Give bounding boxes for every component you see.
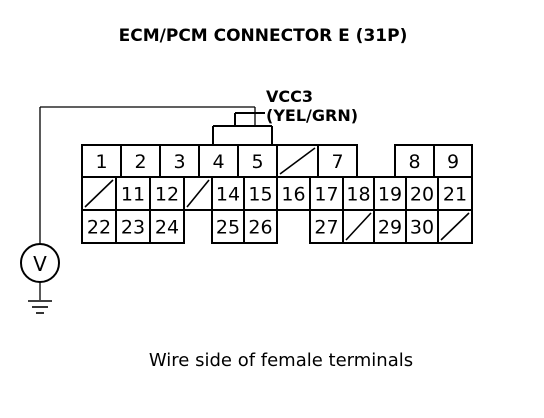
- vcc-label: VCC3: [266, 87, 313, 106]
- pin-29: 29: [373, 209, 407, 244]
- voltmeter-icon: V: [20, 243, 60, 300]
- pin-30: 30: [405, 209, 439, 244]
- diagram-title: ECM/PCM CONNECTOR E (31P): [119, 26, 408, 46]
- pin-number: 12: [155, 184, 179, 206]
- pin-19: 19: [373, 176, 407, 211]
- pin-number: 2: [134, 151, 146, 173]
- pin-unused: [437, 209, 473, 244]
- pin-number: 1: [95, 151, 107, 173]
- pin-number: 3: [173, 151, 185, 173]
- probe-wire: [39, 106, 256, 244]
- pin-11: 11: [115, 176, 151, 211]
- vcc-bracket: [212, 112, 273, 145]
- pin-unused-slash: [84, 179, 114, 208]
- pin-number: 5: [251, 151, 263, 173]
- pin-number: 8: [408, 151, 420, 173]
- pin-14: 14: [211, 176, 245, 211]
- pin-number: 15: [248, 184, 272, 206]
- ground-icon: [28, 300, 52, 314]
- diagram-caption: Wire side of female terminals: [149, 350, 413, 371]
- pin-unused: [342, 209, 375, 244]
- pin-number: 25: [216, 217, 240, 239]
- pin-number: 23: [121, 217, 145, 239]
- pin-number: 9: [447, 151, 459, 173]
- pin-unused-slash: [440, 212, 470, 241]
- pin-number: 19: [378, 184, 402, 206]
- pin-15: 15: [243, 176, 278, 211]
- pin-4: 4: [198, 144, 239, 178]
- pin-20: 20: [405, 176, 439, 211]
- pin-number: 17: [314, 184, 338, 206]
- pin-26: 26: [243, 209, 278, 244]
- pin-number: 16: [281, 184, 305, 206]
- pin-2: 2: [120, 144, 161, 178]
- pin-number: 29: [378, 217, 402, 239]
- pin-number: 11: [121, 184, 145, 206]
- pin-number: 14: [216, 184, 240, 206]
- pin-22: 22: [81, 209, 117, 244]
- pin-unused-slash: [345, 212, 372, 241]
- pin-unused-slash: [279, 147, 316, 175]
- pin-27: 27: [309, 209, 344, 244]
- pin-number: 18: [346, 184, 370, 206]
- pin-21: 21: [437, 176, 473, 211]
- pin-number: 4: [212, 151, 224, 173]
- pin-unused: [81, 176, 117, 211]
- pin-7: 7: [317, 144, 358, 178]
- pin-number: 26: [248, 217, 272, 239]
- pin-18: 18: [342, 176, 375, 211]
- voltmeter-symbol: V: [33, 252, 47, 276]
- pin-16: 16: [276, 176, 311, 211]
- pin-5: 5: [237, 144, 278, 178]
- pin-3: 3: [159, 144, 200, 178]
- pin-unused-slash: [186, 179, 210, 208]
- pin-unused: [276, 144, 319, 178]
- pin-24: 24: [149, 209, 185, 244]
- pin-25: 25: [211, 209, 245, 244]
- pin-number: 20: [410, 184, 434, 206]
- pin-number: 30: [410, 217, 434, 239]
- pin-1: 1: [81, 144, 122, 178]
- pin-number: 7: [331, 151, 343, 173]
- pin-8: 8: [394, 144, 435, 178]
- pin-12: 12: [149, 176, 185, 211]
- pin-23: 23: [115, 209, 151, 244]
- pin-17: 17: [309, 176, 344, 211]
- pin-number: 22: [87, 217, 111, 239]
- pin-number: 27: [314, 217, 338, 239]
- pin-number: 21: [443, 184, 467, 206]
- pin-unused: [183, 176, 213, 211]
- wire-color-label: (YEL/GRN): [266, 106, 358, 125]
- pin-number: 24: [155, 217, 179, 239]
- pin-9: 9: [433, 144, 473, 178]
